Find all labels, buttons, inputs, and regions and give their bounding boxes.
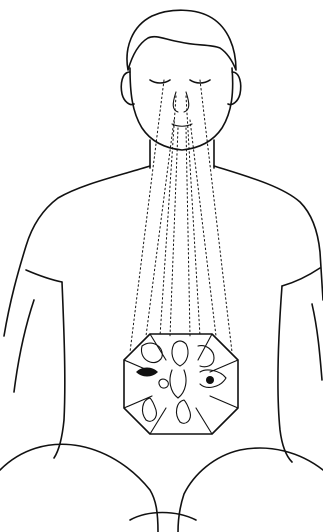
hair xyxy=(127,10,236,70)
body-figure xyxy=(170,370,186,398)
body-outline-right xyxy=(214,166,323,300)
right-sleeve xyxy=(282,268,320,286)
curl-figure xyxy=(159,379,168,388)
lap-right xyxy=(178,448,323,532)
body-outline-left xyxy=(4,166,150,336)
left-sleeve xyxy=(26,270,62,282)
eye-figure-left xyxy=(136,368,158,377)
sense-organ-figures xyxy=(136,341,226,423)
right-arm-inner xyxy=(312,304,322,380)
mouth xyxy=(172,124,192,126)
left-arm-inner xyxy=(14,300,34,392)
head-outline xyxy=(130,68,233,150)
ear-figure-left xyxy=(143,398,157,421)
left-eye-closed xyxy=(150,80,170,83)
lap-center xyxy=(130,513,196,521)
left-torso-side xyxy=(54,282,65,458)
right-torso-side xyxy=(278,286,292,462)
lap-left xyxy=(0,444,158,532)
dotted-guide-lines xyxy=(130,80,232,352)
eye-figure-right xyxy=(206,376,214,384)
tongue-figure xyxy=(172,341,188,366)
ear-figure-right xyxy=(177,400,191,423)
right-ear xyxy=(228,72,241,105)
nose-figure xyxy=(141,343,162,362)
